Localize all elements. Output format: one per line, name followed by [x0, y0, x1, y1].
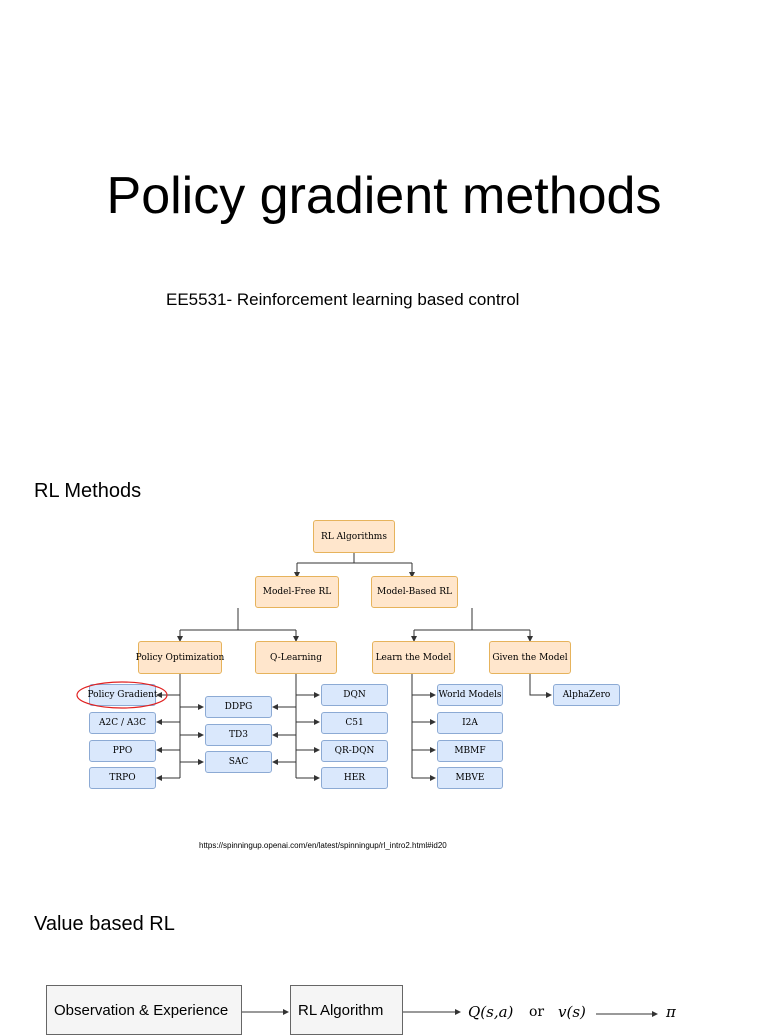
node-mbmf: MBMF: [437, 740, 503, 762]
q-function: Q(s,a): [468, 1003, 514, 1021]
source-url[interactable]: https://spinningup.openai.com/en/latest/…: [199, 841, 447, 850]
rl-methods-heading: RL Methods: [34, 480, 142, 502]
node-qr-dqn: QR-DQN: [321, 740, 388, 762]
node-given-the-model: Given the Model: [489, 641, 571, 674]
node-a2c-a3c: A2C / A3C: [89, 712, 156, 734]
observation-experience-box: Observation & Experience: [46, 985, 242, 1035]
node-policy-optimization: Policy Optimization: [136, 641, 224, 674]
node-learn-the-model: Learn the Model: [372, 641, 455, 674]
node-q-learning: Q-Learning: [255, 641, 337, 674]
node-ppo: PPO: [89, 740, 156, 762]
node-model-free-rl: Model-Free RL: [255, 576, 339, 608]
node-model-based-rl: Model-Based RL: [371, 576, 458, 608]
node-ddpg: DDPG: [205, 696, 272, 718]
slide-subtitle: EE5531- Reinforcement learning based con…: [166, 290, 520, 309]
node-world-models: World Models: [437, 684, 503, 706]
node-td3: TD3: [205, 724, 272, 746]
slide-title: Policy gradient methods: [106, 167, 662, 225]
node-sac: SAC: [205, 751, 272, 773]
value-based-heading: Value based RL: [34, 913, 175, 935]
node-trpo: TRPO: [89, 767, 156, 789]
node-mbve: MBVE: [437, 767, 503, 789]
node-alphazero: AlphaZero: [553, 684, 620, 706]
node-c51: C51: [321, 712, 388, 734]
node-dqn: DQN: [321, 684, 388, 706]
rl-algorithm-box: RL Algorithm: [290, 985, 403, 1035]
rl-algorithm-label: RL Algorithm: [298, 1001, 384, 1019]
node-policy-gradient: Policy Gradient: [87, 684, 158, 706]
node-her: HER: [321, 767, 388, 789]
node-i2a: I2A: [437, 712, 503, 734]
or-text: or: [529, 1004, 545, 1020]
v-function: v(s): [558, 1003, 586, 1021]
node-rl-algorithms: RL Algorithms: [313, 520, 395, 553]
observation-experience-label: Observation & Experience: [54, 1001, 229, 1019]
policy-symbol: π: [666, 1003, 676, 1021]
